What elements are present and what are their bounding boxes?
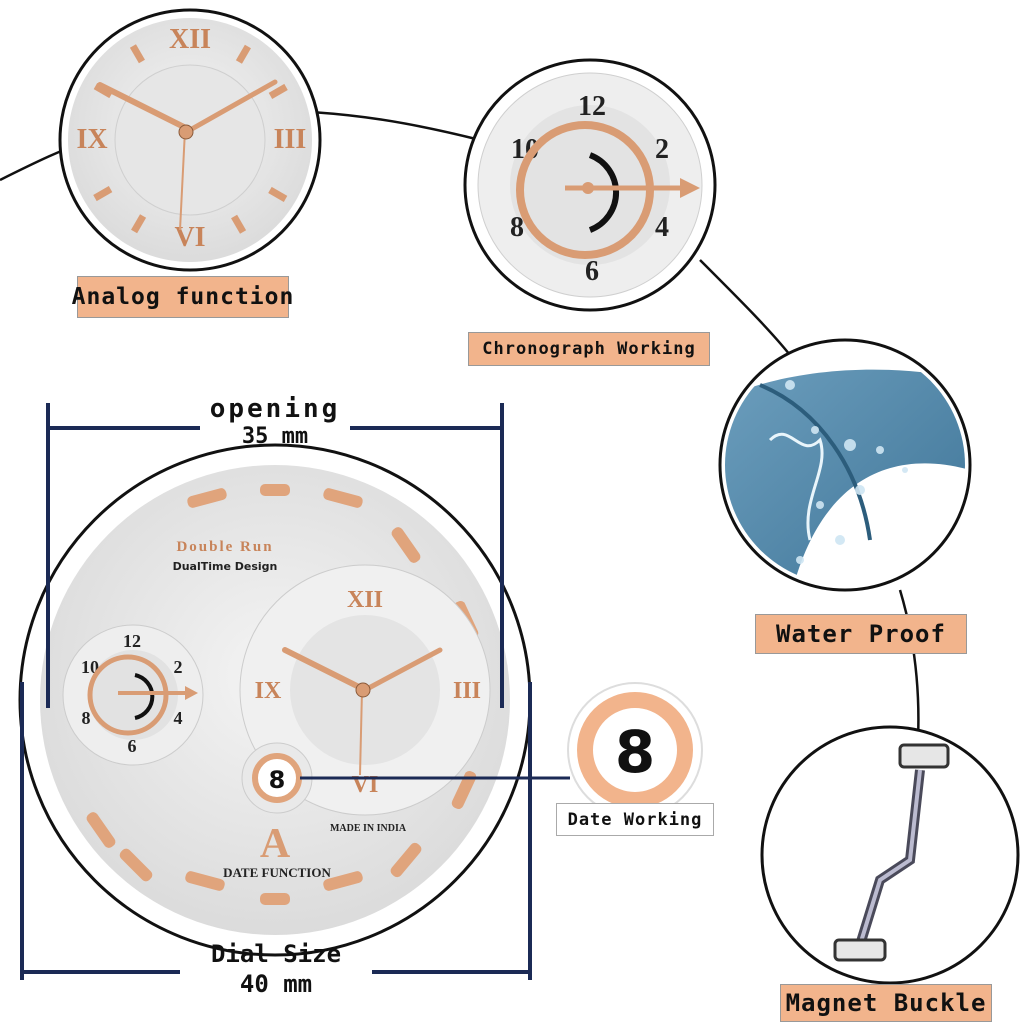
chrono-num-12: 12 xyxy=(578,91,606,122)
brand-tagline: DualTime Design xyxy=(173,560,278,573)
analog-function-label: Analog function xyxy=(72,276,293,318)
brand-name: Double Run xyxy=(176,539,273,555)
chrono-subdial-6: 6 xyxy=(128,736,137,756)
date-callout: 8 xyxy=(300,682,703,818)
opening-value: 35 mm xyxy=(241,424,309,449)
subdial-numeral-ix: IX xyxy=(255,678,282,704)
chrono-subdial-8: 8 xyxy=(82,708,91,728)
dial-size-label: Dial Size xyxy=(210,940,342,968)
chrono-num-8: 8 xyxy=(510,212,524,243)
chrono-num-6: 6 xyxy=(585,256,599,287)
made-in-text: MADE IN INDIA xyxy=(330,823,407,834)
subdial-numeral-vi: VI xyxy=(352,772,379,798)
analog-numeral-xii: XII xyxy=(169,24,211,55)
chronograph-detail-circle: 12 2 4 6 8 10 xyxy=(463,58,717,312)
magnet-buckle-label: Magnet Buckle xyxy=(780,984,992,1022)
opening-dimension-lines xyxy=(46,403,504,708)
chrono-subdial-10: 10 xyxy=(81,657,99,677)
date-function-text: DATE FUNCTION xyxy=(223,865,331,880)
analog-numeral-ix: IX xyxy=(76,124,107,155)
chrono-subdial-4: 4 xyxy=(174,708,183,728)
analog-numeral-iii: III xyxy=(274,124,307,155)
chrono-subdial-2: 2 xyxy=(174,657,183,677)
main-watch-dial: Double Run DualTime Design XII III VI IX… xyxy=(18,443,532,957)
chronograph-working-label: Chronograph Working xyxy=(468,332,710,366)
analog-detail-circle: XII III VI IX xyxy=(58,8,322,272)
dial-size-value: 40 mm xyxy=(239,970,313,998)
water-proof-label: Water Proof xyxy=(755,614,967,654)
chrono-num-4: 4 xyxy=(655,212,669,243)
chrono-subdial-12: 12 xyxy=(123,631,141,651)
water-proof-detail-circle xyxy=(718,338,972,592)
dial-size-dimension-lines xyxy=(20,682,532,980)
analog-markers xyxy=(93,44,288,234)
magnet-buckle-detail-circle xyxy=(760,725,1020,985)
chrono-num-2: 2 xyxy=(655,134,669,165)
subdial-numeral-xii: XII xyxy=(347,587,383,613)
subdial-numeral-iii: III xyxy=(453,678,481,704)
date-working-label: Date Working xyxy=(556,803,714,836)
callout-date-digit: 8 xyxy=(615,718,655,786)
opening-label: opening xyxy=(209,394,341,424)
dial-date-digit: 8 xyxy=(269,766,286,794)
logo-letter: A xyxy=(260,821,291,867)
analog-numeral-vi: VI xyxy=(174,222,205,253)
